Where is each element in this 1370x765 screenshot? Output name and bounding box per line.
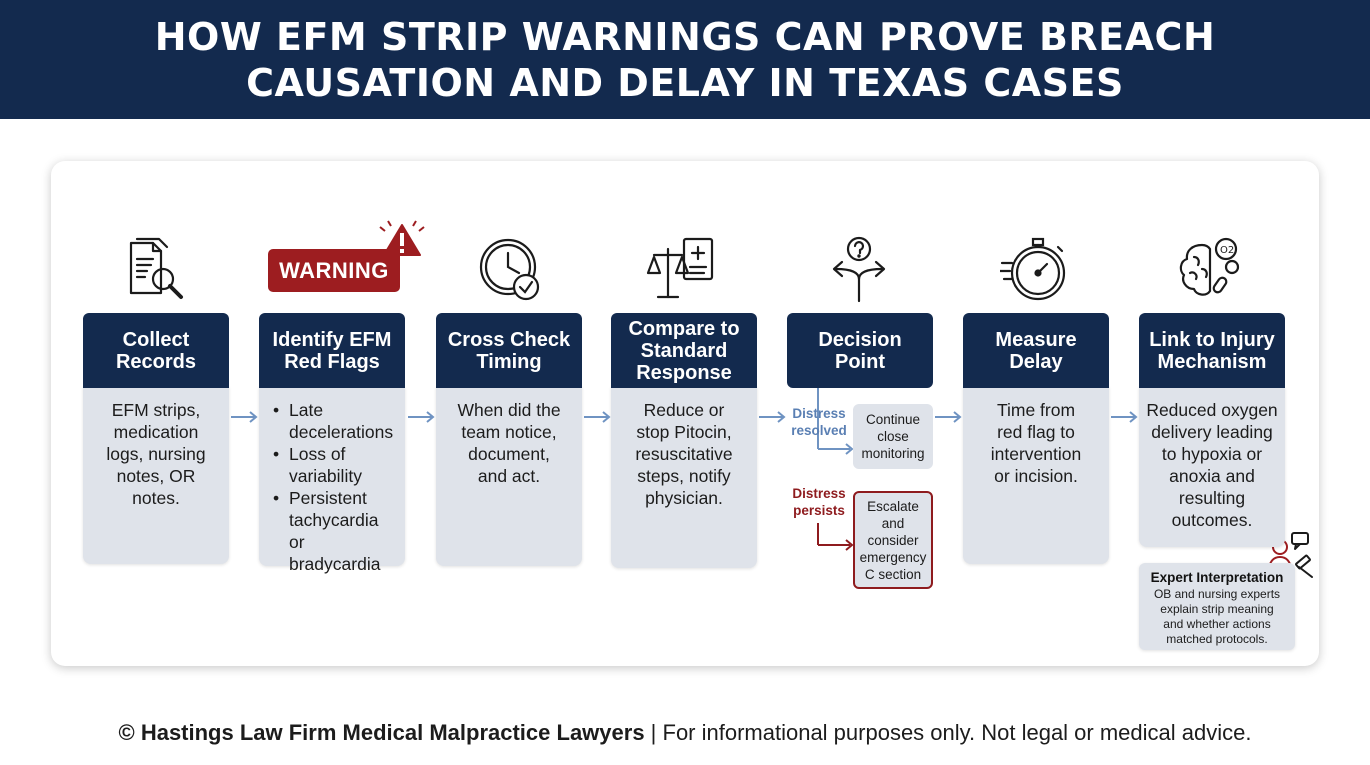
step-title-line: Response [636, 361, 732, 384]
title-banner: HOW EFM STRIP WARNINGS CAN PROVE BREACH … [0, 0, 1370, 119]
step-title-line: Identify EFM [272, 328, 392, 351]
step-body-line: resuscitative [635, 444, 733, 464]
step-body-line: stop Pitocin, [636, 422, 732, 442]
step-compare-standard-body: Reduce or stop Pitocin, resuscitative st… [611, 387, 757, 568]
step-measure-delay-body: Time from red flag to intervention or in… [963, 387, 1109, 564]
title-line-2: CAUSATION AND DELAY IN TEXAS CASES [246, 60, 1124, 105]
step-decision-point-title: Decision Point [787, 313, 933, 388]
step-body-line: logs, nursing [106, 444, 206, 464]
step-compare-standard-title: Compare to Standard Response [611, 313, 757, 388]
step-measure-delay-title: Measure Delay [963, 313, 1109, 388]
step-title-line: Red Flags [284, 350, 380, 373]
step-body-line: resulting [1178, 488, 1246, 508]
step-body-line: team notice, [461, 422, 557, 442]
step-title-line: Mechanism [1157, 350, 1267, 373]
step-body-line: and act. [477, 466, 541, 486]
step-title-line: Measure [995, 328, 1077, 351]
step-body-line: Time from [996, 400, 1076, 420]
flow-arrow [759, 411, 786, 423]
step-body-line: steps, notify [637, 466, 731, 486]
flow-arrow [935, 411, 962, 423]
clock-check-icon [475, 235, 545, 305]
stopwatch-icon [1000, 235, 1070, 305]
step-title-line: Collect [122, 328, 190, 351]
flow-arrow [584, 411, 611, 423]
step-body-line: EFM strips, [111, 400, 201, 420]
warning-badge: WARNING [268, 249, 400, 292]
step-body-line: intervention [990, 444, 1082, 464]
step-body-line: notes. [132, 488, 180, 508]
scales-medical-icon [646, 235, 716, 305]
step-body-line: document, [468, 444, 550, 464]
flow-arrow [408, 411, 435, 423]
step-title-line: Decision [818, 328, 902, 351]
flow-arrow [231, 411, 258, 423]
step-body-line: physician. [645, 488, 723, 508]
step-body-line: to hypoxia or [1161, 444, 1263, 464]
step-body-line: red flag to [997, 422, 1075, 442]
decision-branch-lines [817, 387, 854, 551]
step-body-line: When did the [457, 400, 561, 420]
svg-text:O2: O2 [1220, 245, 1234, 256]
document-search-icon [121, 235, 191, 305]
step-body-line: medication [113, 422, 199, 442]
step-body-line: notes, OR [116, 466, 196, 486]
step-injury-mechanism-body: Reduced oxygen delivery leading to hypox… [1139, 387, 1285, 547]
step-body-line: anoxia and [1169, 466, 1255, 486]
step-title-line: Compare to [628, 317, 740, 340]
footer-disclaimer: © Hastings Law Firm Medical Malpractice … [0, 718, 1370, 748]
step-collect-records-title: Collect Records [83, 313, 229, 388]
expert-title: Expert Interpretation [1150, 570, 1284, 585]
step-cross-check-timing-title: Cross Check Timing [436, 313, 582, 388]
flow-arrow [1111, 411, 1138, 423]
step-cross-check-timing-body: When did the team notice, document, and … [436, 387, 582, 566]
footer-disclaimer-text: | For informational purposes only. Not l… [644, 720, 1252, 745]
step-body-line: or incision. [994, 466, 1078, 486]
step-title-line: Delay [1009, 350, 1063, 373]
step-body-line: delivery leading [1151, 422, 1273, 442]
step-title-line: Link to Injury [1149, 328, 1275, 351]
brain-oxygen-icon: O2 [1176, 235, 1246, 305]
step-title-line: Timing [476, 350, 542, 373]
step-body-line: Reduced oxygen [1146, 400, 1278, 420]
title-line-1: HOW EFM STRIP WARNINGS CAN PROVE BREACH [154, 14, 1216, 59]
footer-firm-name: © Hastings Law Firm Medical Malpractice … [118, 720, 645, 745]
warning-triangle-icon [379, 220, 425, 256]
step-title-line: Cross Check [447, 328, 571, 351]
step-title-line: Records [115, 350, 197, 373]
step-title-line: Point [835, 350, 885, 373]
step-injury-mechanism-title: Link to Injury Mechanism [1139, 313, 1285, 388]
step-body-line: outcomes. [1171, 510, 1253, 530]
expert-interpretation-box: Expert Interpretation OB and nursing exp… [1139, 563, 1295, 650]
decision-arrows-icon [824, 235, 894, 305]
step-body-line: Reduce or [643, 400, 725, 420]
step-title-line: Standard [640, 339, 728, 362]
step-identify-red-flags-title: Identify EFM Red Flags [259, 313, 405, 388]
step-collect-records-body: EFM strips, medication logs, nursing not… [83, 387, 229, 564]
